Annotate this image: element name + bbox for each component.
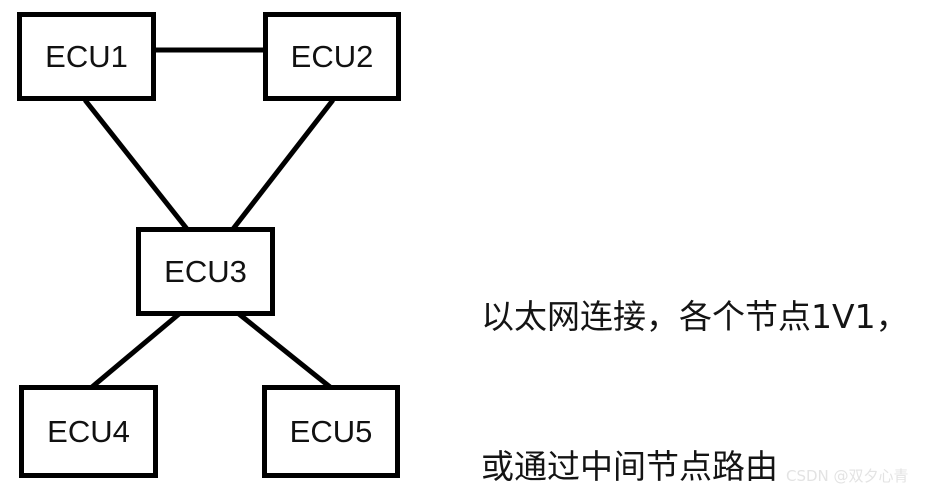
- csdn-watermark: CSDN @双夕心青: [786, 467, 909, 485]
- node-ecu1-label: ECU1: [45, 39, 128, 74]
- node-ecu5-label: ECU5: [289, 414, 373, 449]
- edge-ecu2-ecu3: [231, 98, 335, 231]
- node-ecu3-label: ECU3: [164, 254, 247, 289]
- edge-ecu3-ecu5: [237, 312, 332, 389]
- node-ecu2-label: ECU2: [290, 39, 374, 74]
- annotation-line-2: 或通过中间节点路由: [481, 447, 778, 486]
- node-ecu2[interactable]: ECU2: [263, 12, 401, 101]
- node-ecu4[interactable]: ECU4: [19, 385, 158, 478]
- node-ecu5[interactable]: ECU5: [262, 385, 400, 478]
- node-ecu3[interactable]: ECU3: [136, 227, 275, 316]
- annotation-line-1: 以太网连接，各个节点1V1，: [481, 297, 909, 336]
- annotation-text: 以太网连接，各个节点1V1， 或通过中间节点路由: [481, 192, 911, 498]
- edge-ecu3-ecu4: [90, 312, 181, 389]
- edge-ecu1-ecu3: [83, 98, 189, 231]
- node-ecu1[interactable]: ECU1: [17, 12, 156, 101]
- node-ecu4-label: ECU4: [47, 414, 130, 449]
